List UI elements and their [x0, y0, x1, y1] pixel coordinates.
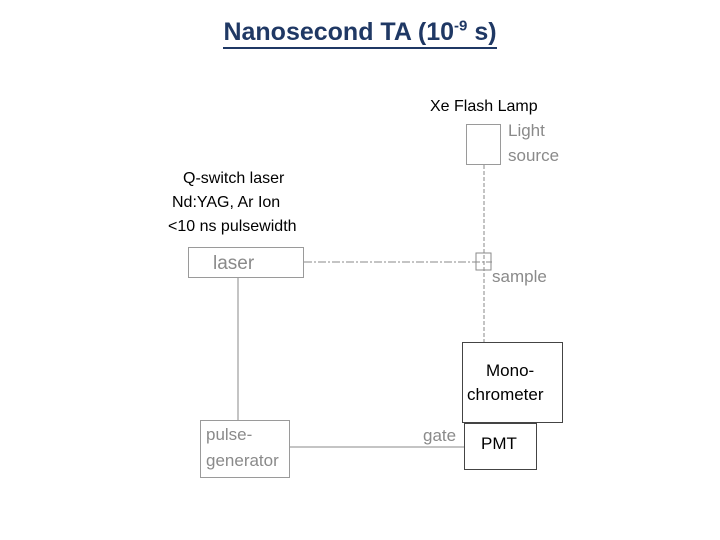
monochromator-box [462, 342, 563, 423]
title-underline: Nanosecond TA (10-9 s) [223, 17, 497, 49]
gate-label: gate [423, 426, 457, 445]
generator-label: generator [206, 451, 279, 470]
pulsewidth-label: <10 ns pulsewidth [168, 218, 297, 235]
xe-flash-lamp-label: Xe Flash Lamp [430, 98, 538, 115]
mono-label: Mono- [486, 361, 535, 380]
slide-title: Nanosecond TA (10-9 s) [0, 17, 720, 49]
nd-yag-ar-ion-label: Nd:YAG, Ar Ion [172, 194, 281, 211]
sample-marker [475, 252, 492, 271]
light-label: Light [508, 121, 545, 140]
qswitch-laser-label: Q-switch laser [183, 170, 285, 187]
pulse-generator-box [200, 420, 290, 478]
sample-label: sample [492, 267, 547, 286]
pmt-box [464, 423, 537, 470]
pulse-label: pulse- [206, 425, 253, 444]
laser-label: laser [213, 253, 255, 274]
laser-box [188, 247, 304, 278]
source-label: source [508, 146, 560, 165]
title-main: Nanosecond TA (10 [223, 18, 455, 46]
title-exponent: -9 [454, 17, 468, 35]
pmt-label: PMT [481, 434, 517, 453]
chrometer-label: chrometer [467, 385, 544, 404]
light-source-box [466, 124, 501, 165]
title-suffix: s) [467, 18, 497, 46]
